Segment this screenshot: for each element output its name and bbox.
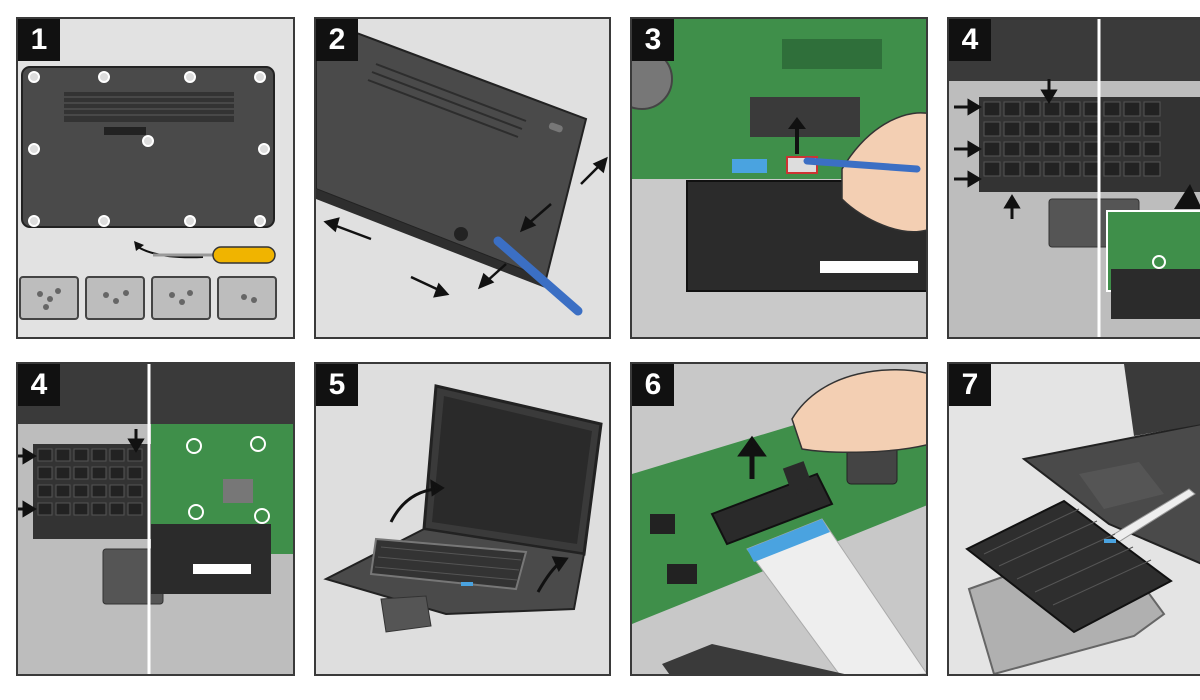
step-3-illustration	[632, 19, 926, 337]
step-panel-4: 4	[947, 17, 1200, 339]
step-2-illustration	[316, 19, 609, 337]
arrow-icon	[389, 479, 569, 593]
step-4-alt-illustration	[18, 364, 293, 674]
arrow-icon	[954, 79, 1058, 219]
arrow-icon	[737, 435, 767, 479]
step-number-badge: 3	[632, 19, 674, 61]
step-7-illustration	[949, 364, 1200, 674]
hand	[841, 112, 926, 233]
step-panel-5: 4	[16, 362, 295, 676]
step-1-illustration	[18, 19, 293, 337]
step-panel-1: 1	[16, 17, 295, 339]
arrow-icon	[788, 117, 806, 154]
battery	[151, 524, 271, 594]
pry-tool	[493, 236, 583, 316]
step-number-badge: 6	[632, 364, 674, 406]
step-number-badge: 5	[316, 364, 358, 406]
step-5-illustration	[316, 364, 609, 674]
step-panel-3: 3	[630, 17, 928, 339]
connector	[710, 472, 834, 546]
screwdriver-handle	[212, 246, 276, 264]
step-6-illustration	[632, 364, 926, 674]
finger	[791, 369, 926, 454]
keyboard	[965, 499, 1173, 634]
arrow-icon	[323, 156, 608, 298]
step-number-badge: 7	[949, 364, 991, 406]
step-number-badge: 4	[949, 19, 991, 61]
step-panel-6: 5	[314, 362, 611, 676]
laptop-screen	[1124, 364, 1200, 436]
pry-tool	[803, 157, 921, 173]
step-4-illustration	[949, 19, 1200, 337]
step-number-badge: 1	[18, 19, 60, 61]
step-panel-2: 2	[314, 17, 611, 339]
screw-tray	[19, 276, 277, 320]
step-panel-8: 7	[947, 362, 1200, 676]
screw-icon	[186, 436, 270, 524]
step-number-badge: 2	[316, 19, 358, 61]
step-number-badge: 4	[18, 364, 60, 406]
arrow-icon	[18, 429, 145, 518]
step-panel-7: 6	[630, 362, 928, 676]
screw-icon	[28, 71, 270, 227]
